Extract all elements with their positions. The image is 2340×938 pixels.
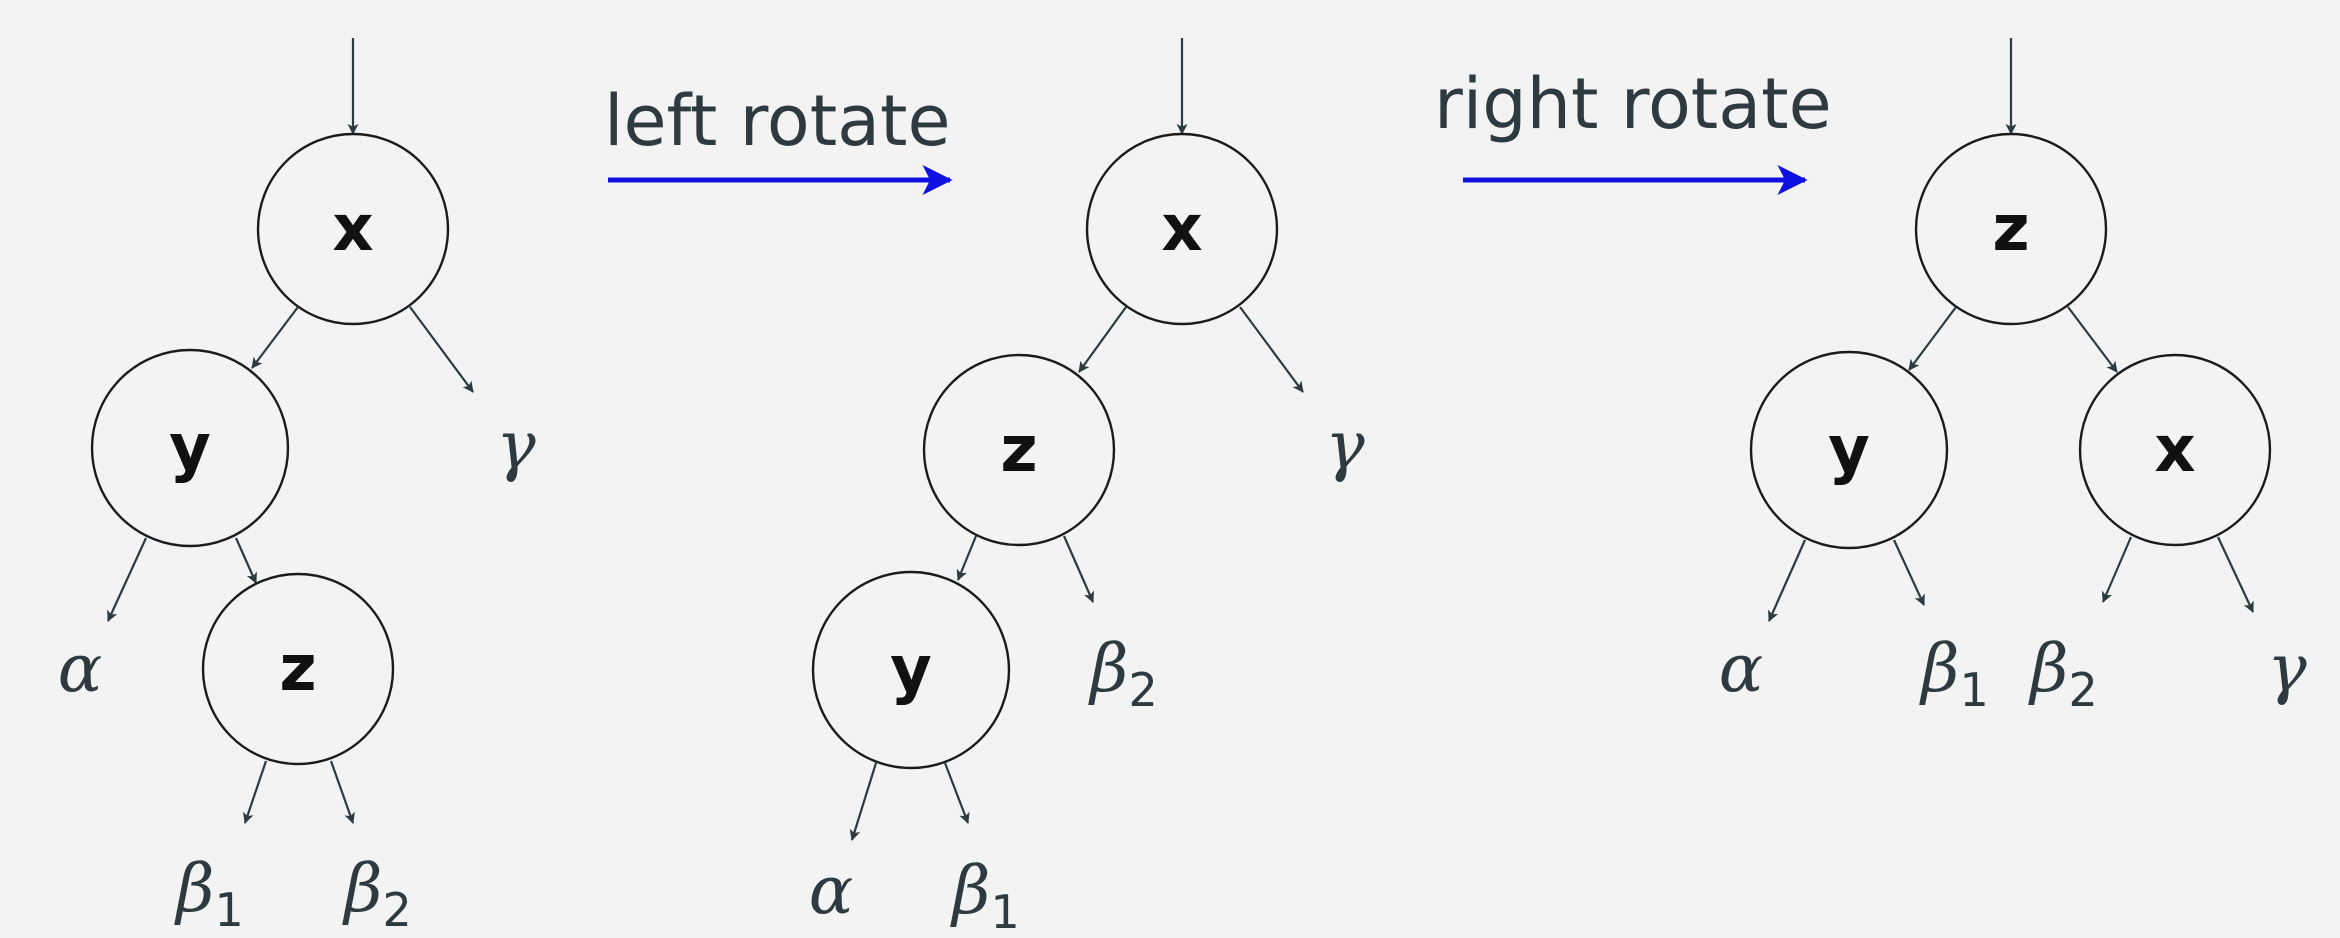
leaf-gamma: γ bbox=[2267, 630, 2307, 707]
operation-left-rotate: left rotate bbox=[604, 80, 953, 195]
node-x bbox=[256, 132, 450, 326]
leaf-beta1: β1 bbox=[173, 850, 243, 938]
node-z bbox=[201, 572, 395, 766]
node-x-label: x bbox=[332, 192, 373, 266]
edge-x-y bbox=[251, 306, 299, 369]
leaf-gamma: γ bbox=[496, 407, 536, 484]
edge-x-gamma bbox=[409, 306, 474, 393]
leaf-gamma: γ bbox=[1325, 407, 1365, 484]
operation-right-rotate: right rotate bbox=[1434, 63, 1832, 195]
node-x bbox=[2078, 353, 2272, 547]
tree-after-left-rotate: x γ z β2 y α β1 bbox=[809, 38, 1365, 938]
edge-z-x bbox=[2067, 306, 2118, 373]
edge-x-z bbox=[1078, 306, 1127, 373]
leaf-beta2: β2 bbox=[2027, 630, 2097, 718]
edge-z-y bbox=[956, 535, 978, 581]
node-z bbox=[1914, 132, 2108, 326]
node-y-label: y bbox=[1828, 413, 1870, 487]
edge-x-gamma bbox=[2217, 536, 2254, 613]
edge-y-alpha bbox=[106, 537, 148, 622]
edge-y-alpha bbox=[1767, 539, 1807, 622]
leaf-beta2: β2 bbox=[341, 850, 411, 938]
node-y bbox=[1749, 350, 1949, 550]
edge-y-alpha bbox=[849, 762, 878, 841]
leaf-alpha: α bbox=[809, 852, 854, 929]
node-x-label: x bbox=[1161, 192, 1202, 266]
edge-z-beta1 bbox=[243, 760, 268, 824]
leaf-beta2: β2 bbox=[1087, 630, 1157, 718]
left-rotate-label: left rotate bbox=[604, 80, 951, 162]
node-z-label: z bbox=[1000, 413, 1037, 487]
edge-y-beta1 bbox=[1893, 539, 1925, 606]
node-x-label: x bbox=[2154, 413, 2195, 487]
edge-y-beta1 bbox=[943, 762, 970, 824]
node-y bbox=[811, 570, 1011, 770]
edge-z-beta2 bbox=[329, 760, 355, 824]
edge-z-beta2 bbox=[1062, 535, 1095, 603]
right-rotate-label: right rotate bbox=[1434, 63, 1832, 145]
edge-x-beta2 bbox=[2101, 536, 2133, 603]
node-z-label: z bbox=[1992, 192, 2029, 266]
node-y-label: y bbox=[890, 633, 932, 707]
leaf-alpha: α bbox=[58, 630, 103, 707]
edge-y-z bbox=[234, 537, 258, 584]
node-x bbox=[1085, 132, 1279, 326]
leaf-alpha: α bbox=[1719, 630, 1764, 707]
edge-x-gamma bbox=[1239, 306, 1304, 393]
tree-original: x γ y α z β1 β2 bbox=[58, 38, 536, 938]
leaf-beta1: β1 bbox=[949, 852, 1019, 938]
node-y bbox=[90, 348, 290, 548]
node-z-label: z bbox=[279, 632, 316, 706]
leaf-beta1: β1 bbox=[1918, 630, 1988, 718]
tree-after-right-rotate: z y α β1 x β2 γ bbox=[1719, 38, 2307, 718]
node-z bbox=[922, 353, 1116, 547]
node-y-label: y bbox=[169, 411, 211, 485]
edge-z-y bbox=[1908, 306, 1957, 371]
